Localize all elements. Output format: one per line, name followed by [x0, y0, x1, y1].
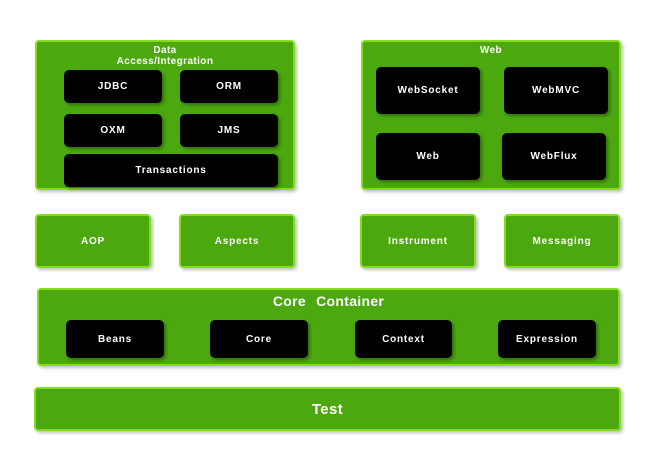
- module-webmvc: WebMVC: [504, 67, 608, 114]
- module-web: Web: [376, 133, 480, 180]
- module-context: Context: [355, 320, 452, 358]
- box-test: Test: [34, 387, 621, 431]
- box-aspects: Aspects: [179, 214, 295, 268]
- module-core: Core: [210, 320, 308, 358]
- group-core-container-title: Core Container: [272, 293, 385, 309]
- module-expression: Expression: [498, 320, 596, 358]
- module-websocket: WebSocket: [376, 67, 480, 114]
- group-web-title: Web: [479, 45, 503, 56]
- module-jdbc: JDBC: [64, 70, 162, 103]
- module-orm: ORM: [180, 70, 278, 103]
- group-data-access-integration: Data Access/Integration JDBC ORM OXM JMS…: [35, 40, 295, 190]
- group-web: Web WebSocket WebMVC Web WebFlux: [361, 40, 621, 190]
- box-aop: AOP: [35, 214, 151, 268]
- box-messaging: Messaging: [504, 214, 620, 268]
- group-core-container: Core Container Beans Core Context Expres…: [37, 288, 620, 366]
- box-instrument: Instrument: [360, 214, 476, 268]
- module-jms: JMS: [180, 114, 278, 147]
- group-data-access-title: Data Access/Integration: [116, 45, 214, 67]
- module-oxm: OXM: [64, 114, 162, 147]
- module-beans: Beans: [66, 320, 164, 358]
- module-webflux: WebFlux: [502, 133, 606, 180]
- module-transactions: Transactions: [64, 154, 278, 187]
